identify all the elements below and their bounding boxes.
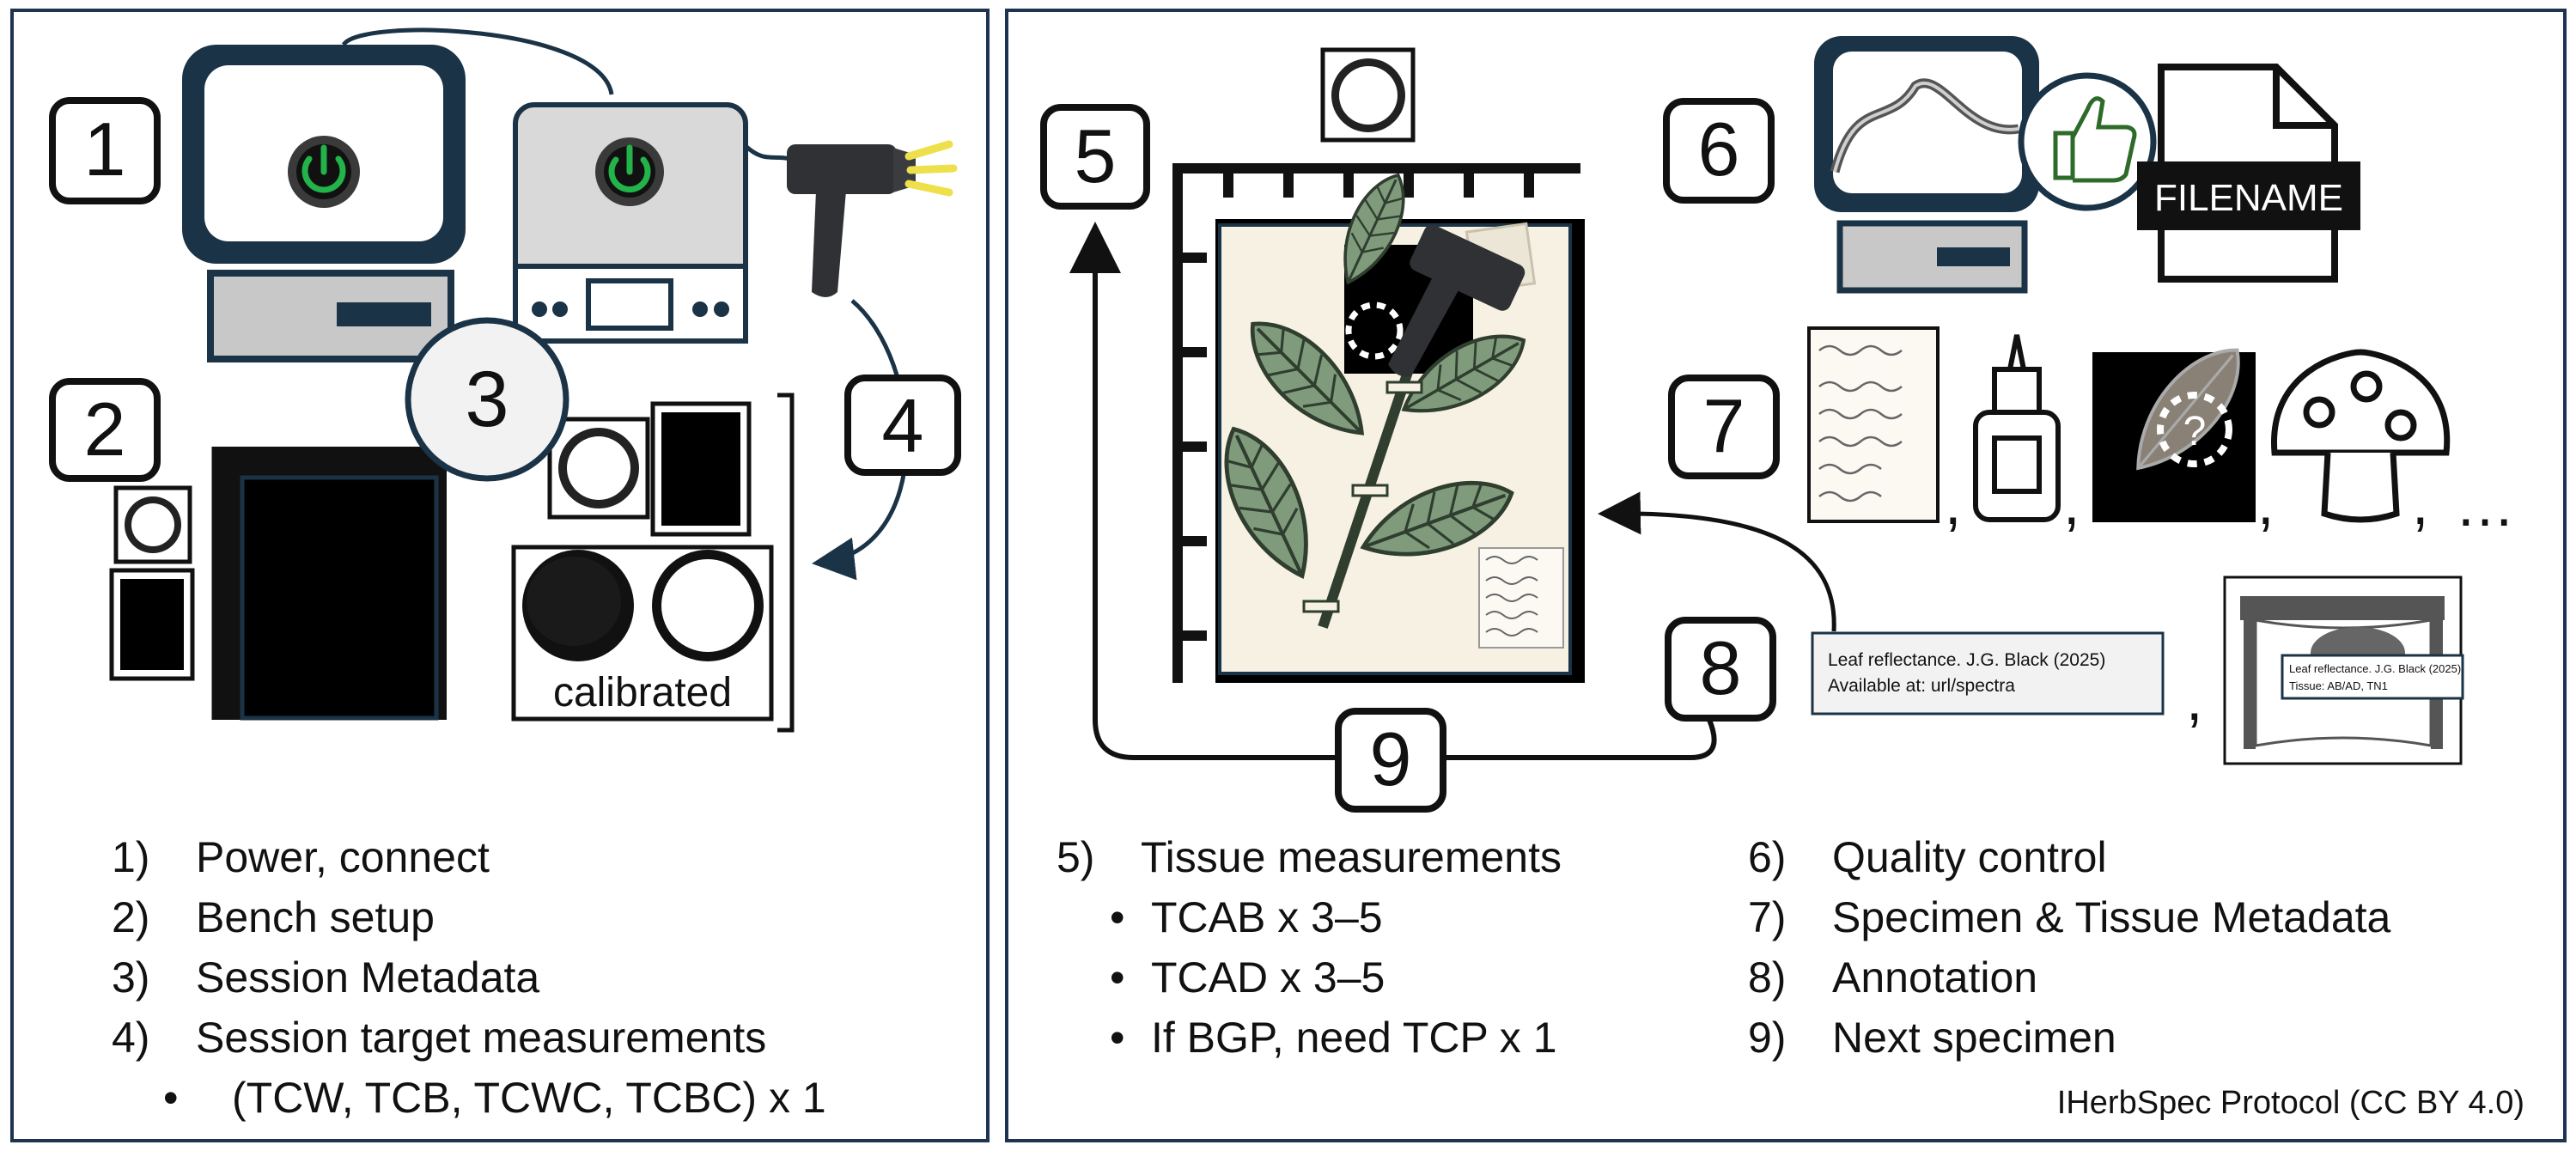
svg-text:6: 6 bbox=[1698, 107, 1740, 192]
thumbs-up-icon bbox=[2021, 76, 2153, 208]
list-subitem: •TCAD x 3–5 bbox=[1057, 947, 1562, 1008]
top-white-target-icon bbox=[1323, 50, 1413, 140]
list-subitem: •TCAB x 3–5 bbox=[1057, 887, 1562, 947]
step-badge-2: 2 bbox=[52, 381, 157, 478]
separator-comma-2: , bbox=[2063, 470, 2080, 537]
svg-text:1: 1 bbox=[84, 107, 126, 192]
step-badge-8: 8 bbox=[1668, 620, 1773, 718]
step-badge-6: 6 bbox=[1666, 101, 1771, 200]
list-item: 9)Next specimen bbox=[1748, 1008, 2390, 1068]
annotation-mini-line1: Leaf reflectance. J.G. Black (2025) bbox=[2289, 662, 2461, 675]
credit-line: IHerbSpec Protocol (CC BY 4.0) bbox=[2057, 1085, 2524, 1122]
step-badge-9: 9 bbox=[1338, 711, 1443, 809]
list-item: 2)Bench setup bbox=[112, 887, 826, 947]
svg-text:5: 5 bbox=[1075, 113, 1117, 198]
list-item: 6)Quality control bbox=[1748, 827, 2390, 887]
right-step-list: 6)Quality control 7)Specimen & Tissue Me… bbox=[1748, 827, 2390, 1068]
list-item: 8)Annotation bbox=[1748, 947, 2390, 1008]
annotation-mini-line2: Tissue: AB/AD, TN1 bbox=[2289, 679, 2388, 692]
annotated-specimen-thumbnail: Leaf reflectance. J.G. Black (2025) Tiss… bbox=[2225, 577, 2463, 764]
pistol-probe-icon bbox=[787, 144, 916, 297]
annotation-card-line2: Available at: url/spectra bbox=[1828, 676, 2015, 696]
annotation-card-line1: Leaf reflectance. J.G. Black (2025) bbox=[1828, 650, 2105, 670]
fiber-cable-icon bbox=[746, 146, 790, 159]
svg-text:?: ? bbox=[2183, 409, 2207, 454]
list-subitem: •If BGP, need TCP x 1 bbox=[1057, 1008, 1562, 1068]
step-badge-4: 4 bbox=[848, 378, 958, 472]
specimen-label-icon bbox=[1479, 548, 1563, 648]
file-icon bbox=[2137, 67, 2360, 279]
step-badge-7: 7 bbox=[1672, 378, 1776, 476]
list-item: 5)Tissue measurements bbox=[1057, 827, 1562, 887]
list-item: 3)Session Metadata bbox=[112, 947, 826, 1008]
annotation-arrow bbox=[1606, 514, 1834, 631]
left-step-list: 1)Power, connect 2)Bench setup 3)Session… bbox=[112, 827, 826, 1128]
step-badge-5: 5 bbox=[1044, 107, 1147, 206]
svg-text:9: 9 bbox=[1370, 716, 1412, 801]
black-reference-target-icon bbox=[112, 570, 192, 679]
white-reference-target-icon bbox=[116, 488, 190, 562]
workflow-diagram: calibrated bbox=[0, 0, 2576, 825]
target-group-bracket bbox=[777, 395, 792, 730]
light-rays-icon bbox=[909, 144, 953, 192]
separator-comma-3: , bbox=[2257, 470, 2274, 537]
label-thumbnail-icon bbox=[1809, 328, 1938, 521]
ellipsis: … bbox=[2455, 472, 2515, 539]
svg-text:3: 3 bbox=[465, 356, 509, 443]
svg-text:7: 7 bbox=[1703, 383, 1745, 468]
separator-comma-5: , bbox=[2186, 666, 2202, 733]
glue-bottle-icon bbox=[1976, 335, 2058, 520]
damaged-leaf-icon: ? bbox=[2092, 332, 2259, 522]
calibrated-label: calibrated bbox=[553, 670, 732, 716]
list-item: 4)Session target measurements bbox=[112, 1008, 826, 1068]
list-item: 1)Power, connect bbox=[112, 827, 826, 887]
step-badge-3: 3 bbox=[408, 320, 566, 478]
power-icon bbox=[288, 136, 360, 208]
svg-text:2: 2 bbox=[84, 387, 126, 472]
session-white-target-icon bbox=[550, 419, 648, 517]
filename-label: FILENAME bbox=[2154, 177, 2343, 219]
bench-board-icon bbox=[216, 447, 464, 720]
svg-text:8: 8 bbox=[1700, 625, 1742, 710]
svg-text:4: 4 bbox=[882, 383, 924, 468]
qc-computer-icon bbox=[1814, 36, 2039, 290]
step-badge-1: 1 bbox=[52, 100, 157, 201]
session-black-target-icon bbox=[653, 404, 749, 534]
annotation-card: Leaf reflectance. J.G. Black (2025) Avai… bbox=[1812, 633, 2163, 714]
middle-step-list: 5)Tissue measurements •TCAB x 3–5 •TCAD … bbox=[1057, 827, 1562, 1068]
list-item: 7)Specimen & Tissue Metadata bbox=[1748, 887, 2390, 947]
separator-comma-4: , bbox=[2412, 470, 2428, 537]
spectrometer-power-icon bbox=[595, 137, 664, 206]
separator-comma-1: , bbox=[1945, 470, 1961, 537]
list-subitem: •(TCW, TCB, TCWC, TCBC) x 1 bbox=[112, 1068, 826, 1128]
